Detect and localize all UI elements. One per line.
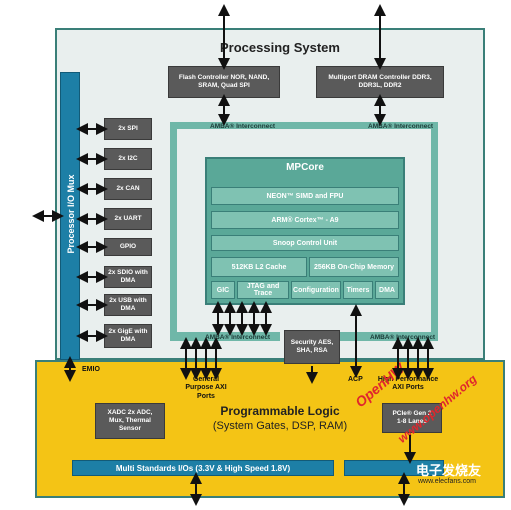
mpcore-block [205, 157, 405, 305]
amba-frame-left [170, 122, 360, 340]
amba-label-top-left: AMBA® Interconnect [210, 123, 276, 130]
acp-label: ACP [348, 376, 363, 383]
peripheral-2x-uart: 2x UART [104, 208, 152, 230]
snoop-control-unit: Snoop Control Unit [211, 235, 399, 251]
peripheral-2x-usb-with-dma: 2x USB with DMA [104, 294, 152, 316]
pcie-block: PCIe® Gen 2 1-8 Lanes [382, 403, 442, 433]
gic: GIC [211, 281, 235, 299]
amba-bar-bottom-right [340, 332, 438, 341]
amba-frame-right [356, 122, 438, 340]
on-chip-memory: 256KB On-Chip Memory [309, 257, 399, 277]
jtag-and-trace: JTAG and Trace [237, 281, 289, 299]
peripheral-2x-gige-with-dma: 2x GigE with DMA [104, 324, 152, 348]
watermark-elecfans-url: www.elecfans.com [418, 478, 476, 485]
amba-label-bottom-left: AMBA® Interconnect [205, 334, 271, 341]
emio-label: EMIO [82, 366, 100, 373]
high-speed-io-bar [344, 460, 444, 476]
amba-label-top-right: AMBA® Interconnect [368, 123, 434, 130]
programmable-logic-subtitle: (System Gates, DSP, RAM) [212, 420, 348, 432]
timers: Timers [343, 281, 373, 299]
mpcore-title: MPCore [286, 162, 324, 173]
xadc-block: XADC 2x ADC, Mux, Thermal Sensor [95, 403, 165, 439]
peripheral-gpio: GPIO [104, 238, 152, 256]
programmable-logic-title: Programmable Logic [220, 404, 340, 418]
configuration: Configuration [291, 281, 341, 299]
watermark-elecfans: 电子发烧友 [416, 463, 482, 478]
neon-simd-fpu: NEON™ SIMD and FPU [211, 187, 399, 205]
dma: DMA [375, 281, 399, 299]
l2-cache: 512KB L2 Cache [211, 257, 307, 277]
processing-system-title: Processing System [220, 40, 340, 55]
security-block: Security AES, SHA, RSA [284, 330, 340, 364]
multi-standard-io-bar: Multi Standards I/Os (3.3V & High Speed … [72, 460, 334, 476]
amba-bar-bottom-left [170, 332, 280, 341]
arm-cortex-a9: ARM® Cortex™ - A9 [211, 211, 399, 229]
